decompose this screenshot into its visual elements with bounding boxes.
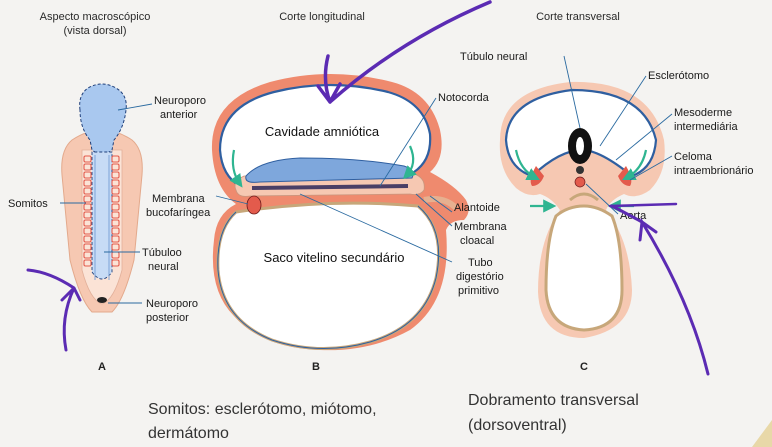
label-mesoderme-1: Mesoderme xyxy=(674,107,732,119)
caption-left-line1: Somitos: esclerótomo, miótomo, xyxy=(148,401,377,418)
label-neuroporo-anterior-2: anterior xyxy=(160,109,198,121)
label-tubo-3: primitivo xyxy=(458,285,499,297)
pen-underline-aorta xyxy=(610,204,676,206)
posterior-neuropore-dot xyxy=(97,297,107,303)
label-neuroporo-anterior-1: Neuroporo xyxy=(154,95,206,107)
label-saco-vitelino: Saco vitelino secundário xyxy=(264,250,405,265)
label-membrana-buco-1: Membrana xyxy=(152,193,205,205)
panel-a-embryo xyxy=(62,84,143,312)
label-neuroporo-posterior-1: Neuroporo xyxy=(146,298,198,310)
notochord-c xyxy=(576,166,584,174)
aorta-c xyxy=(575,177,585,187)
heart-b xyxy=(247,196,261,214)
label-celoma-1: Celoma xyxy=(674,151,713,163)
label-alantoide: Alantoide xyxy=(454,202,500,214)
label-cavidade-amniotica: Cavidade amniótica xyxy=(265,124,380,139)
label-tubulo-neural-2: neural xyxy=(148,261,179,273)
header-a-line2: (vista dorsal) xyxy=(64,25,127,37)
pen-arrow-left xyxy=(28,270,80,350)
panel-letter-b: B xyxy=(312,361,320,373)
header-c: Corte transversal xyxy=(536,11,620,23)
caption-right-line1: Dobramento transversal xyxy=(468,392,639,409)
caption-left-line2: dermátomo xyxy=(148,425,229,442)
label-membrana-buco-2: bucofaríngea xyxy=(146,207,211,219)
label-celoma-2: intraembrionário xyxy=(674,165,753,177)
panel-letter-a: A xyxy=(98,361,106,373)
label-membrana-cloacal-1: Membrana xyxy=(454,221,507,233)
label-tubo-1: Tubo xyxy=(468,257,493,269)
header-b: Corte longitudinal xyxy=(279,11,365,23)
header-a-line1: Aspecto macroscópico xyxy=(40,11,151,23)
label-mesoderme-2: intermediária xyxy=(674,121,738,133)
panel-letter-c: C xyxy=(580,361,588,373)
label-esclerotomo: Esclerótomo xyxy=(648,70,709,82)
yolk-sac-c xyxy=(546,206,622,330)
notochord xyxy=(252,186,408,188)
label-neuroporo-posterior-2: posterior xyxy=(146,312,189,324)
label-somitos: Somitos xyxy=(8,198,48,210)
label-tubulo-neural-1: Túbuloo xyxy=(142,247,182,259)
label-membrana-cloacal-2: cloacal xyxy=(460,235,494,247)
label-tubo-2: digestório xyxy=(456,271,504,283)
label-notocorda: Notocorda xyxy=(438,92,490,104)
caption-right-line2: (dorsoventral) xyxy=(468,417,567,434)
label-tubulo-neural-c: Túbulo neural xyxy=(460,51,527,63)
page-corner-fold xyxy=(752,420,772,447)
